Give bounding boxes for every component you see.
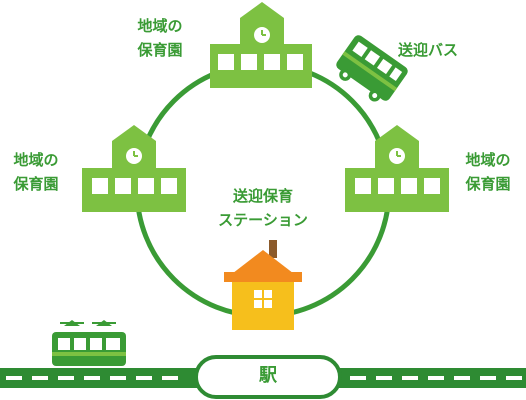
nursery-right-line1: 地域の: [465, 151, 511, 169]
nursery-top-label: 地域の 保育園: [124, 14, 196, 62]
center-label: 送迎保育 ステーション: [206, 184, 320, 232]
school-bus-icon: [336, 35, 408, 102]
nursery-left-label: 地域の 保育園: [0, 148, 72, 196]
center-line1: 送迎保育: [232, 187, 293, 205]
bus-label: 送迎バス: [386, 38, 470, 62]
bus-label-text: 送迎バス: [397, 41, 458, 59]
station-badge: [194, 355, 342, 399]
nursery-left-line1: 地域の: [13, 151, 59, 169]
nursery-building-icon: [82, 125, 186, 212]
center-line2: ステーション: [218, 211, 308, 229]
nursery-right-line2: 保育園: [465, 175, 511, 193]
nursery-left-line2: 保育園: [13, 175, 59, 193]
house-icon: [224, 240, 302, 330]
nursery-right-label: 地域の 保育園: [452, 148, 524, 196]
nursery-top-line1: 地域の: [137, 17, 183, 35]
station-label: 駅: [259, 365, 277, 386]
nursery-building-icon: [210, 2, 312, 88]
nursery-building-icon: [345, 125, 449, 212]
train-icon: [52, 320, 126, 366]
nursery-top-line2: 保育園: [137, 41, 183, 59]
